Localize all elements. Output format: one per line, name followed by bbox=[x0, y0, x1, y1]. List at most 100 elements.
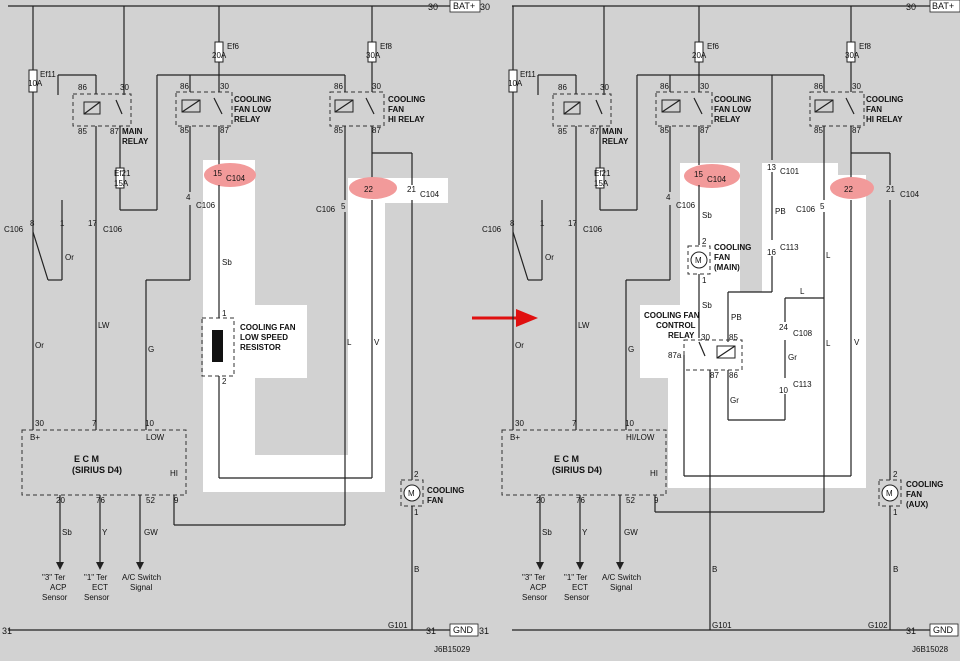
svg-text:Ef8: Ef8 bbox=[859, 42, 872, 51]
svg-text:RESISTOR: RESISTOR bbox=[240, 343, 281, 352]
left-wire-g: G bbox=[148, 345, 154, 354]
left-wire-l: L bbox=[347, 338, 352, 347]
svg-text:LOW SPEED: LOW SPEED bbox=[240, 333, 288, 342]
svg-text:COOLING: COOLING bbox=[234, 95, 271, 104]
right-c108-pin: 24 bbox=[779, 323, 788, 332]
svg-text:Sensor: Sensor bbox=[84, 593, 110, 602]
right-c101-pin: 13 bbox=[767, 163, 776, 172]
svg-text:B+: B+ bbox=[30, 433, 40, 442]
right-wire-b-1: B bbox=[712, 565, 717, 574]
svg-text:FAN: FAN bbox=[427, 496, 443, 505]
left-top-rail-number: 30 bbox=[428, 2, 438, 12]
right-wire-sb-2: Sb bbox=[702, 301, 712, 310]
right-wire-gr-1: Gr bbox=[788, 353, 797, 362]
svg-text:1: 1 bbox=[414, 508, 419, 517]
svg-text:85: 85 bbox=[334, 126, 343, 135]
left-ecm-module: 30 7 10 B+ LOW HI E C M (SIRIUS D4) 20 7… bbox=[21, 419, 187, 505]
right-c108-name: C108 bbox=[793, 329, 813, 338]
right-cooling-fan-aux-motor: M 2 1 COOLING FAN (AUX) bbox=[878, 470, 943, 517]
left-ground-g101: G101 bbox=[388, 621, 408, 630]
svg-text:30: 30 bbox=[700, 82, 709, 91]
svg-text:M: M bbox=[695, 256, 702, 265]
svg-text:(AUX): (AUX) bbox=[906, 500, 929, 509]
svg-text:(SIRIUS D4): (SIRIUS D4) bbox=[552, 465, 602, 475]
svg-text:FAN LOW: FAN LOW bbox=[234, 105, 271, 114]
right-signal-acp-wire: Sb bbox=[542, 528, 552, 537]
left-fuse-ef6: Ef6 20A bbox=[212, 41, 240, 63]
svg-text:COOLING FAN: COOLING FAN bbox=[240, 323, 296, 332]
svg-text:15A: 15A bbox=[114, 179, 129, 188]
svg-text:10: 10 bbox=[145, 419, 154, 428]
right-c106-row-p17: 17 bbox=[568, 219, 577, 228]
svg-text:FAN: FAN bbox=[714, 253, 730, 262]
svg-text:86: 86 bbox=[729, 371, 738, 380]
left-c106-4-name: C106 bbox=[196, 201, 216, 210]
left-c106-4-pin: 4 bbox=[186, 193, 191, 202]
svg-text:COOLING: COOLING bbox=[866, 95, 903, 104]
right-c106-row-name-2: C106 bbox=[583, 225, 603, 234]
right-ground-g101: G101 bbox=[712, 621, 732, 630]
left-low-speed-resistor: 1 2 COOLING FAN LOW SPEED RESISTOR bbox=[201, 309, 296, 386]
left-signal-acp-wire: Sb bbox=[62, 528, 72, 537]
svg-text:CONTROL: CONTROL bbox=[656, 321, 696, 330]
right-cooling-fan-hi-relay: 86 30 85 87 COOLING FAN HI RELAY bbox=[809, 82, 903, 135]
svg-text:2: 2 bbox=[414, 470, 419, 479]
left-c104-21-pin: 21 bbox=[407, 185, 416, 194]
right-ground-g102: G102 bbox=[868, 621, 888, 630]
right-diagram-code: J6B15028 bbox=[912, 645, 949, 654]
right-fuse-ef8: Ef8 30A bbox=[845, 41, 872, 63]
svg-text:RELAY: RELAY bbox=[668, 331, 695, 340]
right-cooling-fan-main-motor: M 2 1 COOLING FAN (MAIN) bbox=[687, 237, 751, 285]
svg-text:ACP: ACP bbox=[530, 583, 546, 592]
svg-text:"3" Ter: "3" Ter bbox=[522, 573, 546, 582]
left-c104-15-name: C104 bbox=[226, 174, 246, 183]
svg-text:Ef8: Ef8 bbox=[380, 42, 393, 51]
left-bottom-rail-number-3: 31 bbox=[479, 626, 489, 636]
right-main-relay: 86 30 85 87 MAIN RELAY bbox=[552, 83, 629, 146]
svg-text:20: 20 bbox=[56, 496, 65, 505]
right-wire-b-2: B bbox=[893, 565, 898, 574]
left-c104-22-highlight bbox=[349, 177, 397, 199]
left-fuse-ef8: Ef8 30A bbox=[366, 41, 393, 63]
svg-text:30: 30 bbox=[372, 82, 381, 91]
svg-text:ECT: ECT bbox=[92, 583, 108, 592]
right-cooling-fan-low-relay: 86 30 85 87 COOLING FAN LOW RELAY bbox=[655, 82, 751, 135]
right-wire-or-2: Or bbox=[515, 341, 524, 350]
left-c104-21-name: C104 bbox=[420, 190, 440, 199]
svg-text:2: 2 bbox=[893, 470, 898, 479]
svg-text:86: 86 bbox=[558, 83, 567, 92]
svg-text:87: 87 bbox=[590, 127, 599, 136]
svg-text:30: 30 bbox=[120, 83, 129, 92]
left-cooling-fan-low-relay: 86 30 85 87 COOLING FAN LOW RELAY bbox=[175, 82, 271, 135]
svg-text:Ef6: Ef6 bbox=[707, 42, 720, 51]
svg-text:Ef11: Ef11 bbox=[40, 70, 56, 79]
left-signal-labels: "3" Ter ACP Sensor "1" Ter ECT Sensor A/… bbox=[42, 573, 161, 602]
left-cooling-fan-hi-relay: 86 30 85 87 COOLING FAN HI RELAY bbox=[329, 82, 425, 135]
right-c106-4-pin: 4 bbox=[666, 193, 671, 202]
right-c104-15-name: C104 bbox=[707, 175, 727, 184]
svg-text:7: 7 bbox=[572, 419, 577, 428]
svg-text:52: 52 bbox=[626, 496, 635, 505]
svg-text:30A: 30A bbox=[366, 51, 381, 60]
svg-text:Sensor: Sensor bbox=[522, 593, 548, 602]
svg-text:HI RELAY: HI RELAY bbox=[866, 115, 903, 124]
right-modified-area-panel bbox=[640, 163, 866, 488]
svg-text:E C M: E C M bbox=[74, 454, 99, 464]
left-signal-ect-wire: Y bbox=[102, 528, 108, 537]
svg-text:20A: 20A bbox=[212, 51, 227, 60]
svg-text:30: 30 bbox=[220, 82, 229, 91]
left-modified-area-panel bbox=[203, 160, 448, 492]
right-c106-5-pin: 5 bbox=[820, 202, 825, 211]
svg-text:HI: HI bbox=[650, 469, 658, 478]
svg-text:86: 86 bbox=[78, 83, 87, 92]
svg-text:FAN: FAN bbox=[388, 105, 404, 114]
svg-text:30: 30 bbox=[701, 333, 710, 342]
left-c106-row-name: C106 bbox=[4, 225, 24, 234]
right-fuse-ef6: Ef6 20A bbox=[692, 41, 720, 63]
right-bottom-rail-number: 31 bbox=[906, 626, 916, 636]
svg-text:LOW: LOW bbox=[146, 433, 165, 442]
right-c104-22-pin: 22 bbox=[844, 185, 853, 194]
svg-text:COOLING: COOLING bbox=[906, 480, 943, 489]
